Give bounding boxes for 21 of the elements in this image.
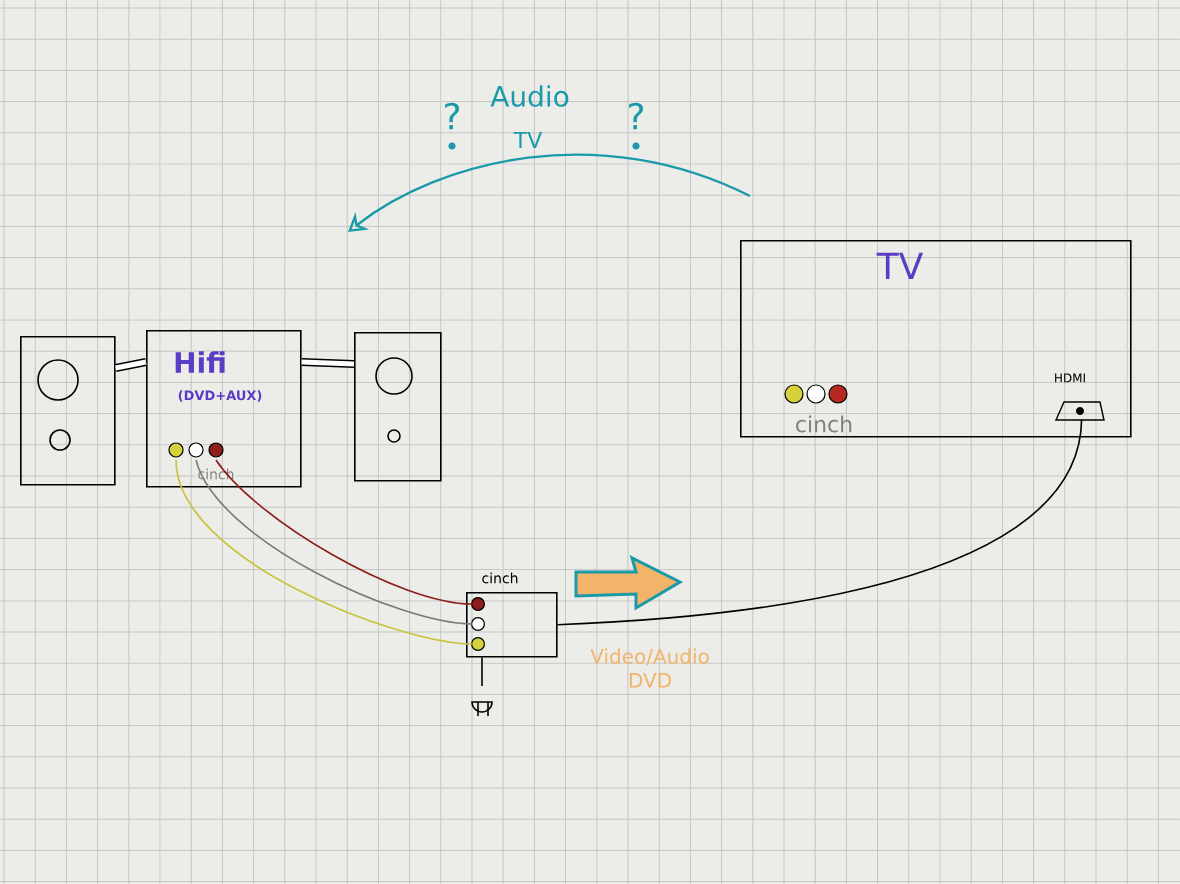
device-label: Hifi [175, 351, 225, 373]
cable [556, 418, 1083, 626]
tv-box [740, 240, 1132, 438]
note-text: Audio [490, 85, 569, 107]
question-mark: ? [629, 102, 644, 130]
speaker-drawing [20, 336, 116, 486]
plug-icon [471, 701, 493, 717]
wire [175, 459, 473, 645]
wire [215, 459, 473, 605]
speaker-cable [114, 357, 147, 372]
speaker-drawing [354, 332, 442, 482]
cable [481, 656, 483, 687]
adapter-box [466, 572, 558, 658]
hifi-box [146, 330, 302, 488]
device-label: TV [876, 252, 923, 280]
speaker-cable [301, 357, 355, 369]
question-mark: ? [445, 102, 460, 130]
note-text: Video/Audio DVD [590, 648, 709, 688]
port-label: cinch [796, 415, 852, 433]
wire [195, 459, 473, 625]
note-text: TV [513, 132, 543, 148]
